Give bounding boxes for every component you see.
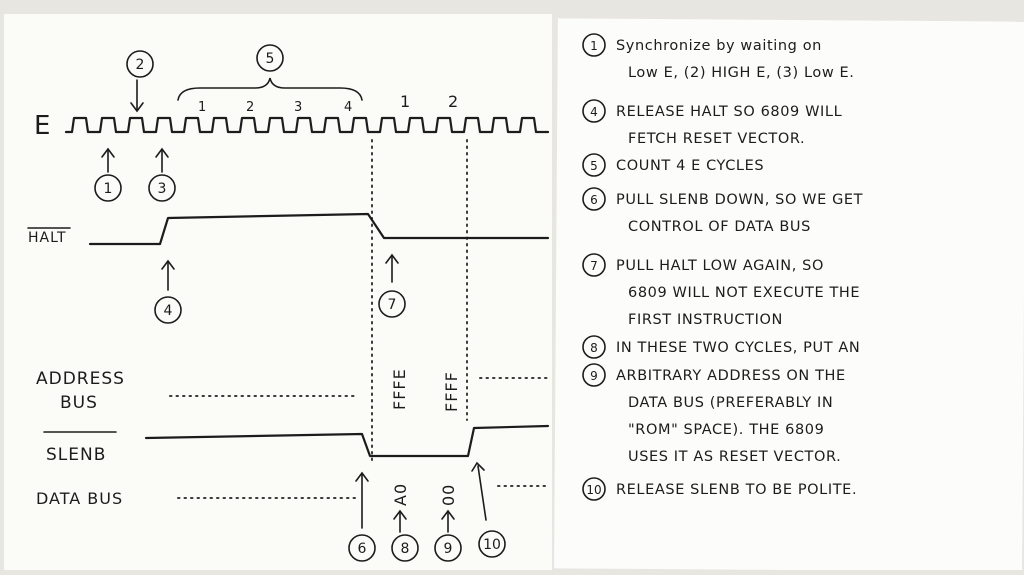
data-value-a0: A0 xyxy=(391,483,410,506)
marker-10-circle: 10 xyxy=(478,530,506,558)
cycle-numbers: 1 2 3 4 1 2 xyxy=(198,92,458,115)
marker-2-circle: 2 xyxy=(126,50,154,78)
address-value-ffff: FFFF xyxy=(442,371,461,412)
halt-signal-label: HALT xyxy=(28,230,67,246)
cycle-number-after: 2 xyxy=(448,92,458,111)
svg-text:6: 6 xyxy=(358,541,367,557)
halt-waveform xyxy=(88,212,550,246)
marker-8-circle: 8 xyxy=(391,534,419,562)
marker-4-circle: 4 xyxy=(154,296,182,324)
svg-text:9: 9 xyxy=(444,541,453,557)
svg-text:4: 4 xyxy=(164,303,173,319)
cycle-number-group: 3 xyxy=(294,100,302,115)
data-value-00: 00 xyxy=(439,484,458,506)
e-signal-label: E xyxy=(34,111,51,141)
note-step-10: 10 RELEASE SLENB TO BE POLITE. xyxy=(582,477,857,501)
note-step-7: 7 PULL HALT LOW AGAIN, SO 6809 WILL NOT EX… xyxy=(582,253,860,328)
marker-3-arrow xyxy=(155,147,169,173)
note-line: Synchronize by waiting on xyxy=(616,38,822,54)
svg-text:3: 3 xyxy=(158,181,167,197)
svg-text:7: 7 xyxy=(388,297,397,313)
note-line: FIRST INSTRUCTION xyxy=(628,312,783,328)
note-line: DATA BUS (PREFERABLY IN xyxy=(628,395,833,411)
step-markers: 1 2 3 4 5 6 7 8 9 10 xyxy=(94,44,506,562)
note-step-1: 1 Synchronize by waiting on Low E, (2) HIG… xyxy=(582,33,854,81)
note-line: 6809 WILL NOT EXECUTE THE xyxy=(628,285,860,301)
svg-text:1: 1 xyxy=(590,39,598,53)
step-notes: 1 Synchronize by waiting on Low E, (2) HIG… xyxy=(582,33,863,501)
cycle-number-group: 1 xyxy=(198,100,206,115)
address-value-fffe: FFFE xyxy=(390,368,409,410)
svg-text:5: 5 xyxy=(590,159,598,173)
note-line: ARBITRARY ADDRESS ON THE xyxy=(616,368,846,384)
note-line: "ROM" SPACE). THE 6809 xyxy=(628,422,824,438)
slenb-waveform xyxy=(144,424,550,458)
marker-1-arrow xyxy=(101,147,115,173)
note-line: RELEASE HALT SO 6809 WILL xyxy=(616,104,842,120)
note-line: COUNT 4 E CYCLES xyxy=(616,158,764,174)
note-line: PULL HALT LOW AGAIN, SO xyxy=(616,258,824,274)
note-line: RELEASE SLENB TO BE POLITE. xyxy=(616,482,857,498)
note-line: Low E, (2) HIGH E, (3) Low E. xyxy=(628,65,854,81)
slenb-signal-label: SLENB xyxy=(46,445,106,465)
svg-text:7: 7 xyxy=(590,259,598,273)
address-bus-label-line2: BUS xyxy=(60,393,98,413)
e-clock-waveform xyxy=(64,116,550,134)
marker-6-arrow xyxy=(355,471,369,529)
marker-6-circle: 6 xyxy=(348,534,376,562)
left-sheet xyxy=(4,14,552,570)
marker-5-circle: 5 xyxy=(256,44,284,72)
note-step-6: 6 PULL SLENB DOWN, SO WE GET CONTROL OF DA… xyxy=(582,187,863,235)
svg-text:6: 6 xyxy=(590,193,598,207)
right-sheet xyxy=(554,18,1024,572)
svg-text:10: 10 xyxy=(586,483,601,497)
cycle-number-group: 4 xyxy=(344,100,352,115)
marker-4-arrow xyxy=(161,259,175,291)
note-line: FETCH RESET VECTOR. xyxy=(628,131,805,147)
svg-text:8: 8 xyxy=(590,341,598,355)
note-line: IN THESE TWO CYCLES, PUT AN xyxy=(616,340,860,356)
svg-text:2: 2 xyxy=(136,57,145,73)
marker-3-circle: 3 xyxy=(148,174,176,202)
note-line: CONTROL OF DATA BUS xyxy=(628,219,811,235)
marker-2-arrow xyxy=(130,79,144,113)
svg-text:10: 10 xyxy=(483,537,501,553)
svg-text:9: 9 xyxy=(590,369,598,383)
svg-text:4: 4 xyxy=(590,105,598,119)
note-step-8: 8 IN THESE TWO CYCLES, PUT AN xyxy=(582,335,860,359)
marker-7-circle: 7 xyxy=(378,290,406,318)
svg-text:8: 8 xyxy=(401,541,410,557)
svg-text:1: 1 xyxy=(104,181,113,197)
marker-1-circle: 1 xyxy=(94,174,122,202)
data-bus-label: DATA BUS xyxy=(36,489,123,508)
cycle-count-brace xyxy=(177,77,363,101)
marker-9-arrow xyxy=(441,509,455,533)
svg-text:5: 5 xyxy=(266,51,275,67)
marker-8-arrow xyxy=(393,509,407,533)
marker-9-circle: 9 xyxy=(434,534,462,562)
cycle-number-after: 1 xyxy=(400,92,410,111)
note-step-4: 4 RELEASE HALT SO 6809 WILL FETCH RESET VE… xyxy=(582,99,842,147)
marker-10-arrow xyxy=(471,461,487,521)
note-line: PULL SLENB DOWN, SO WE GET xyxy=(616,192,863,208)
cycle-number-group: 2 xyxy=(246,100,254,115)
address-bus-label-line1: ADDRESS xyxy=(36,369,125,389)
marker-7-arrow xyxy=(385,253,399,283)
note-step-9: 9 ARBITRARY ADDRESS ON THE DATA BUS (PREFE… xyxy=(582,363,846,465)
note-line: USES IT AS RESET VECTOR. xyxy=(628,449,841,465)
note-step-5: 5 COUNT 4 E CYCLES xyxy=(582,153,764,177)
